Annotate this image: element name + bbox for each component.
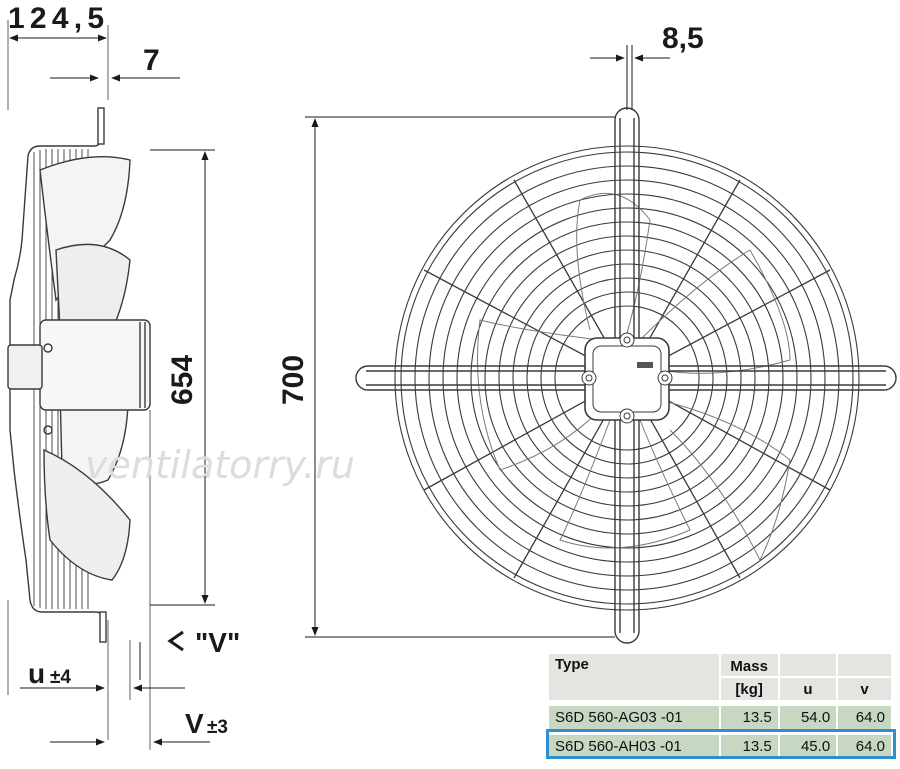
brand-plate [637, 362, 653, 368]
row-type: S6D 560-AG03 -01 [549, 706, 719, 729]
row-u: 45.0 [779, 735, 837, 758]
dim-side-depth: 124,5 [8, 2, 104, 35]
dim-front-height: 700 [277, 355, 310, 405]
dim-bracket-thickness: 7 [143, 44, 160, 77]
front-view [355, 107, 897, 644]
row-mass: 13.5 [720, 706, 778, 729]
table-header-row: Type Mass [549, 654, 891, 700]
side-view [7, 20, 151, 750]
table-header-row-2: [kg] u v [549, 678, 891, 700]
blade-4 [43, 448, 131, 581]
header-v-spacer [838, 654, 891, 676]
blade-outlines [477, 192, 791, 562]
header-u-spacer [779, 654, 837, 676]
header-u: u [779, 678, 837, 700]
row-mass: 13.5 [720, 735, 778, 758]
side-dimensions [9, 34, 215, 746]
dim-side-height: 654 [166, 355, 199, 405]
v-label: V [185, 708, 204, 739]
view-arrow-icon [167, 630, 184, 652]
header-mass-label: Mass [730, 657, 768, 675]
header-mass-unit: [kg] [720, 678, 778, 700]
watermark: ventilatorry.ru [85, 443, 355, 487]
row-v: 64.0 [838, 706, 891, 729]
view-marker-label: "V" [195, 627, 240, 658]
side-guard-frame [9, 115, 103, 640]
header-v: v [838, 678, 891, 700]
table-row: S6D 560-AG03 -01 13.5 54.0 64.0 [549, 706, 891, 729]
header-type: Type [549, 654, 719, 700]
dim-front-thickness: 8,5 [662, 22, 704, 55]
row-v: 64.0 [838, 735, 891, 758]
u-tolerance: ±4 [50, 667, 71, 688]
motor-terminal [7, 344, 43, 390]
front-dimensions [305, 45, 670, 638]
guard-rings [394, 145, 860, 611]
header-mass: Mass [720, 654, 778, 676]
v-tolerance: ±3 [207, 717, 228, 738]
row-u: 54.0 [779, 706, 837, 729]
spec-table: Type Mass [kg] u v S6D 560-AG03 -01 13.5… [547, 652, 893, 760]
motor-body [39, 319, 151, 411]
motor-hub [584, 337, 670, 421]
bottom-bracket [99, 611, 107, 643]
row-type: S6D 560-AH03 -01 [549, 735, 719, 758]
top-bracket [97, 107, 105, 145]
u-label: u [28, 658, 45, 689]
table-row-highlighted: S6D 560-AH03 -01 13.5 45.0 64.0 [549, 735, 891, 758]
